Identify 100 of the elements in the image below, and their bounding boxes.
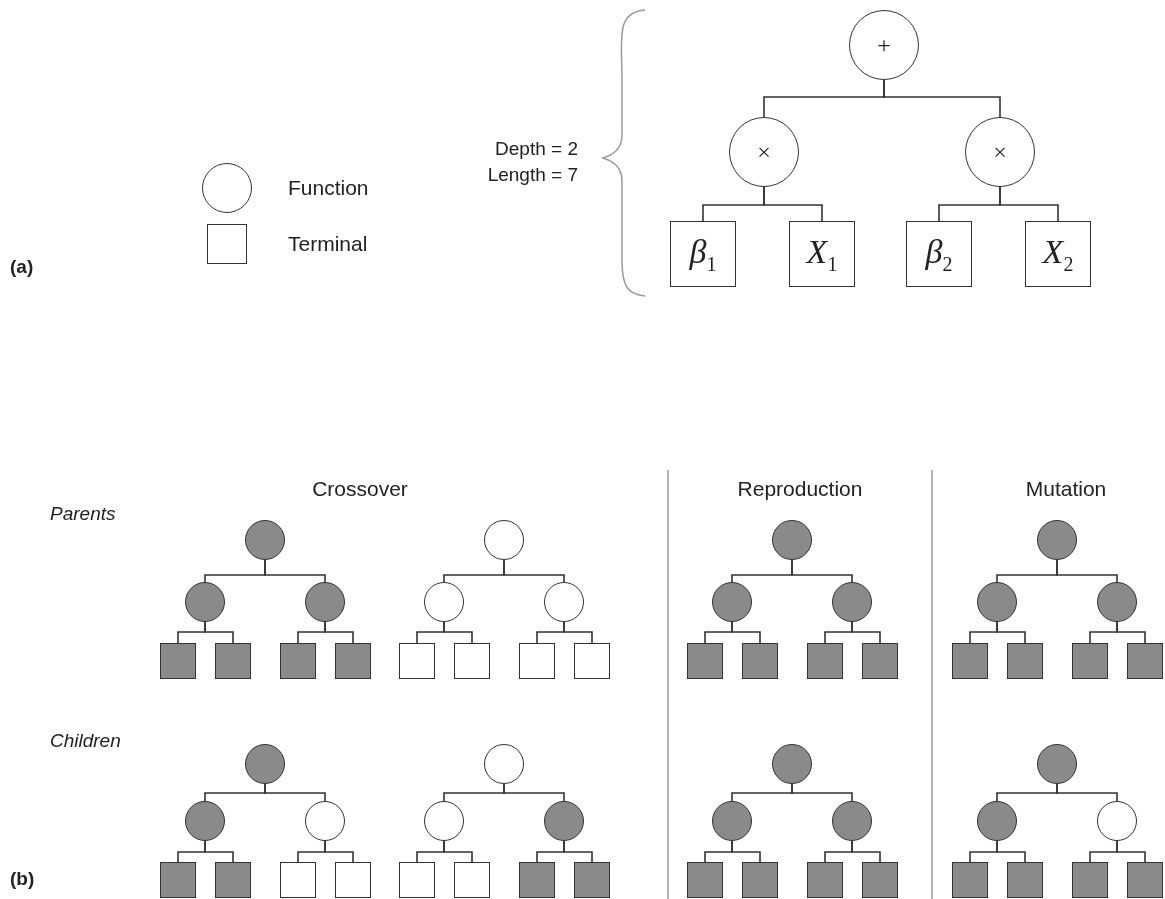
terminal-box (687, 862, 723, 898)
connector-line (1116, 840, 1146, 863)
connector-line (204, 840, 234, 863)
function-circle (1037, 744, 1077, 784)
function-circle (544, 582, 584, 622)
connector-line (763, 186, 823, 222)
connector-line (996, 621, 1026, 644)
connector-line (1116, 621, 1146, 644)
terminal-box (399, 643, 435, 679)
connector-line (731, 621, 761, 644)
connector-line (731, 840, 761, 863)
depth-label: Depth = 2 (495, 138, 578, 160)
terminal-box (335, 862, 371, 898)
operator-symbol: × (993, 140, 1007, 164)
terminal-box (215, 643, 251, 679)
connector-line (791, 783, 853, 802)
terminal-box (670, 221, 736, 287)
connector-line (503, 783, 565, 802)
connector-line (324, 840, 354, 863)
terminal-box (1007, 643, 1043, 679)
function-circle (245, 744, 285, 784)
terminal-symbol: β$_{2}$ (925, 234, 953, 274)
terminal-symbol: X$_{2}$ (1042, 234, 1074, 274)
length-label: Length = 7 (487, 164, 578, 186)
panel-label: (b) (10, 868, 35, 890)
legend-label: Terminal (288, 232, 368, 256)
terminal-symbol: X$_{1}$ (806, 234, 838, 274)
function-circle (772, 520, 812, 560)
terminal-box (1072, 862, 1108, 898)
function-circle (484, 744, 524, 784)
function-circle (424, 801, 464, 841)
function-circle (424, 582, 464, 622)
terminal-box (742, 643, 778, 679)
terminal-box (789, 221, 855, 287)
terminal-box (454, 643, 490, 679)
legend-label: Function (288, 176, 369, 200)
terminal-box (454, 862, 490, 898)
connector-line (851, 621, 881, 644)
terminal-box (280, 862, 316, 898)
function-circle (772, 744, 812, 784)
terminal-box (519, 862, 555, 898)
connector-line (883, 79, 1001, 118)
function-circle (832, 801, 872, 841)
terminal-box (742, 862, 778, 898)
connector-line (503, 559, 565, 583)
connector-line (324, 621, 354, 644)
terminal-box (952, 643, 988, 679)
function-circle (305, 801, 345, 841)
function-circle (484, 520, 524, 560)
terminal-box (335, 643, 371, 679)
function-circle (977, 582, 1017, 622)
terminal-box (807, 643, 843, 679)
function-circle (245, 520, 285, 560)
terminal-box (807, 862, 843, 898)
row-label: Children (50, 730, 121, 752)
terminal-box (1127, 862, 1163, 898)
function-circle (977, 801, 1017, 841)
terminal-box (1127, 643, 1163, 679)
connector-line (1056, 783, 1118, 802)
connector-line (264, 559, 326, 583)
connector-line (563, 840, 593, 863)
terminal-box (280, 643, 316, 679)
terminal-box (906, 221, 972, 287)
connector-line (443, 621, 473, 644)
connector-line (996, 840, 1026, 863)
terminal-box (862, 643, 898, 679)
connector-line (999, 186, 1059, 222)
row-label: Parents (50, 503, 116, 525)
function-circle (185, 582, 225, 622)
terminal-box (1007, 862, 1043, 898)
terminal-box (160, 643, 196, 679)
function-circle (1097, 582, 1137, 622)
terminal-symbol: β$_{1}$ (689, 234, 717, 274)
function-circle (1037, 520, 1077, 560)
column-heading: Mutation (1025, 477, 1107, 501)
operator-symbol: × (757, 140, 771, 164)
connector-line (791, 559, 853, 583)
terminal-box (574, 862, 610, 898)
function-circle (305, 582, 345, 622)
terminal-box (399, 862, 435, 898)
terminal-box (1025, 221, 1091, 287)
terminal-box (574, 643, 610, 679)
column-heading: Crossover (312, 477, 408, 501)
connector-line (563, 621, 593, 644)
connector-line (1056, 559, 1118, 583)
function-circle (1097, 801, 1137, 841)
function-circle (185, 801, 225, 841)
panel-label: (a) (10, 256, 34, 278)
operator-symbol: + (877, 33, 891, 57)
function-circle (544, 801, 584, 841)
connector-line (204, 621, 234, 644)
column-heading: Reproduction (737, 477, 863, 501)
terminal-box (862, 862, 898, 898)
terminal-box (687, 643, 723, 679)
terminal-box (952, 862, 988, 898)
function-circle (832, 582, 872, 622)
terminal-box (160, 862, 196, 898)
function-circle (712, 801, 752, 841)
terminal-box (215, 862, 251, 898)
function-circle (712, 582, 752, 622)
